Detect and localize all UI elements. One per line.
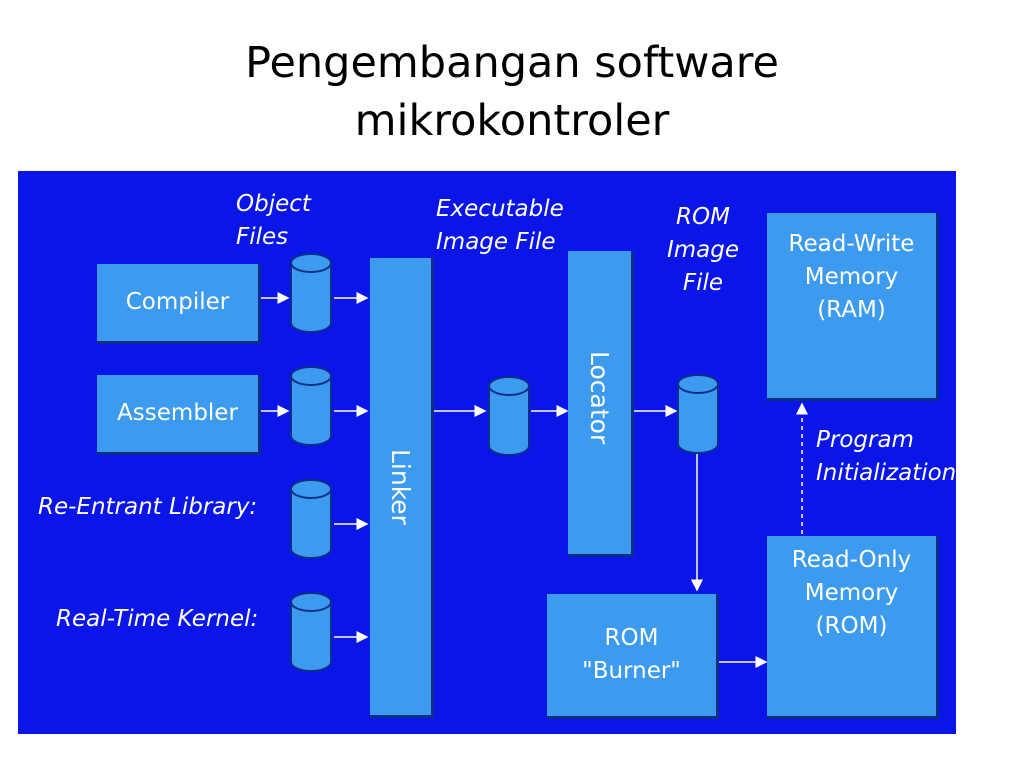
linker-label: Linker — [386, 448, 415, 525]
object-file-1-cylinder-icon — [290, 253, 332, 333]
executable-image-label: Executable Image File — [436, 193, 564, 259]
ram-box: Read-Write Memory (RAM) — [767, 213, 939, 401]
kernel-cylinder-icon — [290, 592, 332, 672]
object-files-label-2: Files — [236, 224, 289, 250]
slide-title-line-2: mikrokontroler — [354, 96, 670, 146]
executable-label-1: Executable — [436, 196, 564, 222]
ram-label-1: Read-Write — [788, 231, 915, 257]
reentrant-library-label: Re-Entrant Library: — [38, 491, 257, 524]
rom-burner-box: ROM "Burner" — [547, 594, 719, 719]
library-cylinder-icon — [290, 479, 332, 559]
rom-image-file-label: ROM Image File — [658, 201, 748, 300]
rom-label-2: Memory — [804, 580, 899, 606]
object-files-label-1: Object — [236, 191, 311, 217]
realtime-kernel-text: Real-Time Kernel: — [56, 606, 259, 632]
rom-image-label-2: Image — [666, 237, 740, 263]
object-file-2-cylinder-icon — [290, 366, 332, 446]
slide-title: Pengembangan software mikrokontroler — [0, 34, 1024, 150]
rom-label-3: (ROM) — [815, 613, 888, 639]
rom-image-cylinder-icon — [677, 374, 719, 454]
ram-label-2: Memory — [804, 264, 899, 290]
assembler-label: Assembler — [117, 400, 238, 426]
rom-image-label-3: File — [682, 270, 724, 296]
locator-label: Locator — [585, 351, 614, 445]
compiler-box: Compiler — [97, 264, 261, 344]
program-init-label-1: Program — [816, 427, 914, 453]
arrow-layer — [258, 292, 808, 668]
compiler-label: Compiler — [125, 289, 230, 315]
executable-label-2: Image File — [436, 229, 556, 255]
realtime-kernel-label: Real-Time Kernel: — [56, 603, 258, 636]
reentrant-library-text: Re-Entrant Library: — [38, 494, 258, 520]
rom-box: Read-Only Memory (ROM) — [767, 536, 939, 719]
executable-file-cylinder-icon — [488, 376, 530, 456]
program-init-label-2: Initialization — [816, 460, 956, 486]
rom-burner-label-2: "Burner" — [582, 658, 681, 684]
object-files-label: Object Files — [236, 188, 311, 254]
diagram-panel: Compiler Assembler Linker Locator ROM "B… — [18, 171, 956, 734]
program-initialization-label: Program Initialization — [816, 424, 956, 490]
ram-label-3: (RAM) — [817, 297, 886, 323]
slide-title-line-1: Pengembangan software — [245, 38, 779, 88]
linker-box: Linker — [370, 258, 434, 718]
locator-box: Locator — [568, 251, 634, 557]
rom-label-1: Read-Only — [791, 547, 912, 573]
assembler-box: Assembler — [97, 375, 261, 455]
rom-image-label-1: ROM — [676, 204, 730, 230]
rom-burner-label-1: ROM — [604, 625, 659, 651]
